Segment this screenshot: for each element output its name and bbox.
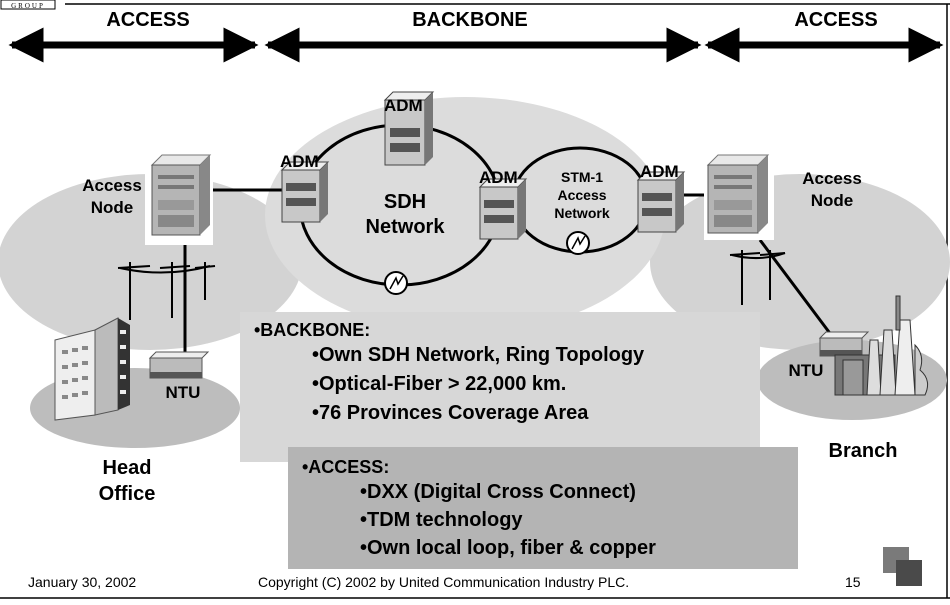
svg-text:GROUP: GROUP: [11, 2, 45, 10]
factory-icon: [834, 295, 929, 396]
stm1-network-label: STM-1: [561, 169, 603, 185]
office-building-icon: [54, 317, 130, 421]
adm-label: ADM: [384, 96, 423, 115]
access-item: •Own local loop, fiber & copper: [360, 537, 656, 559]
access-node-right-label: Access: [802, 169, 862, 188]
ntu-left-label: NTU: [166, 383, 201, 402]
access-left-label: ACCESS: [106, 9, 189, 31]
adm-device-icon: [280, 161, 330, 223]
backbone-item: •Own SDH Network, Ring Topology: [312, 344, 645, 366]
access-node-left-label: Node: [91, 198, 134, 217]
adm-label: ADM: [280, 152, 319, 171]
repeater-icon: [566, 231, 590, 255]
ntu-device-icon: [148, 351, 210, 379]
adm-label: ADM: [640, 162, 679, 181]
sdh-network-label: SDH: [384, 191, 426, 213]
access-right-label: ACCESS: [794, 9, 877, 31]
access-item: •TDM technology: [360, 509, 523, 531]
corner-squares-icon: [883, 547, 922, 586]
access-node-left-label: Access: [82, 176, 142, 195]
backbone-item: •76 Provinces Coverage Area: [312, 402, 589, 424]
page-number: 15: [845, 574, 861, 590]
stm1-network-label: Access: [557, 187, 606, 203]
footer-date: January 30, 2002: [28, 574, 137, 590]
backbone-heading: •BACKBONE:: [254, 320, 371, 340]
access-summary-box: •ACCESS: •DXX (Digital Cross Connect) •T…: [288, 447, 798, 569]
access-node-left-icon: [145, 150, 213, 245]
access-node-right-label: Node: [811, 191, 854, 210]
footer-copyright: Copyright (C) 2002 by United Communicati…: [258, 574, 630, 590]
ntu-right-label: NTU: [789, 361, 824, 380]
adm-device-icon: [383, 91, 435, 166]
adm-device-icon: [636, 171, 686, 233]
access-item: •DXX (Digital Cross Connect): [360, 481, 636, 503]
sdh-network-label: Network: [366, 216, 446, 238]
backbone-summary-box: •BACKBONE: •Own SDH Network, Ring Topolo…: [240, 312, 760, 462]
backbone-label: BACKBONE: [412, 9, 528, 31]
head-office-label: Office: [99, 483, 156, 505]
repeater-icon: [384, 271, 408, 295]
ntu-device-icon: [818, 331, 870, 357]
left-access-cloud: [0, 174, 302, 350]
backbone-item: •Optical-Fiber > 22,000 km.: [312, 373, 567, 395]
adm-device-icon: [478, 178, 528, 240]
adm-label: ADM: [479, 168, 518, 187]
access-node-right-icon: [704, 150, 774, 240]
utility-pole-icon: [729, 250, 786, 305]
utility-pole-icon: [117, 262, 216, 320]
stm1-network-label: Network: [554, 205, 609, 221]
access-heading: •ACCESS:: [302, 457, 390, 477]
group-logo: GROUP: [0, 0, 56, 10]
head-office-label: Head: [103, 457, 152, 479]
branch-label: Branch: [829, 440, 898, 462]
